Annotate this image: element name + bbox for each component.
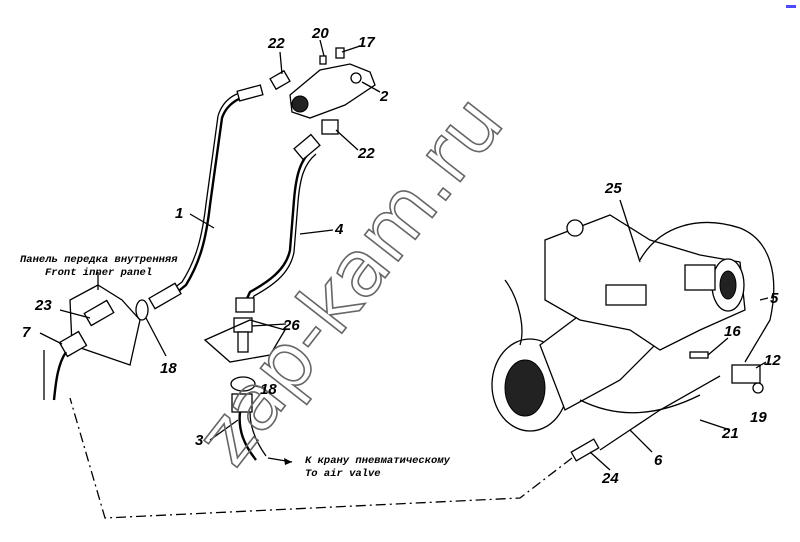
nut-18-lower (230, 376, 256, 392)
bolt-16 (689, 351, 709, 359)
callout-21: 21 (721, 425, 739, 442)
bracket-12 (731, 364, 761, 384)
caption-air-valve-en: To air valve (305, 468, 381, 480)
hose-7 (52, 351, 68, 401)
cable-5 (639, 221, 775, 363)
callout-18-lower: 18 (260, 381, 277, 398)
callout-12: 12 (764, 352, 781, 369)
callout-26: 26 (282, 317, 300, 334)
fitting-22-bottom (321, 119, 339, 135)
connection-line (69, 397, 573, 519)
nut-19 (752, 382, 764, 394)
callout-3: 3 (195, 432, 204, 449)
callout-20: 20 (311, 25, 329, 42)
nut-18-left (135, 299, 149, 321)
callout-2: 2 (379, 88, 389, 105)
leader-lines (39, 39, 769, 471)
front-inner-panel (69, 284, 141, 366)
part-20 (319, 55, 327, 65)
callout-25: 25 (604, 180, 622, 197)
tube-1 (169, 90, 259, 299)
callout-7: 7 (22, 324, 31, 341)
tube-4 (242, 149, 313, 306)
fitting-23 (83, 299, 115, 327)
callout-19: 19 (750, 409, 767, 426)
caption-front-panel-en: Front inner panel (45, 267, 152, 279)
callout-23: 23 (34, 297, 52, 314)
callout-16: 16 (724, 323, 741, 340)
hose-3 (238, 411, 257, 461)
callout-22-top: 22 (267, 35, 285, 52)
callout-6: 6 (654, 452, 663, 469)
fitting-tube1-top (236, 84, 264, 102)
fitting-3 (231, 393, 253, 413)
cable-6 (599, 375, 721, 451)
caption-air-valve-ru: К крану пневматическому (305, 455, 451, 467)
callout-18-left: 18 (160, 360, 177, 377)
callout-17: 17 (358, 34, 375, 51)
callout-1: 1 (175, 205, 183, 222)
callout-4: 4 (334, 221, 344, 238)
callout-5: 5 (770, 290, 779, 307)
fitting-22-top (269, 69, 291, 91)
fitting-24 (570, 438, 600, 462)
bolt-17 (335, 47, 345, 59)
callout-22-bottom: 22 (357, 145, 375, 162)
caption-front-panel-ru: Панель передка внутренняя (20, 254, 178, 266)
transfer-case (491, 214, 746, 432)
fitting-tube1-bottom (148, 282, 182, 310)
callout-24: 24 (601, 470, 619, 487)
watermark: zap-kam.ru (179, 79, 521, 481)
corner-mark (786, 5, 796, 8)
